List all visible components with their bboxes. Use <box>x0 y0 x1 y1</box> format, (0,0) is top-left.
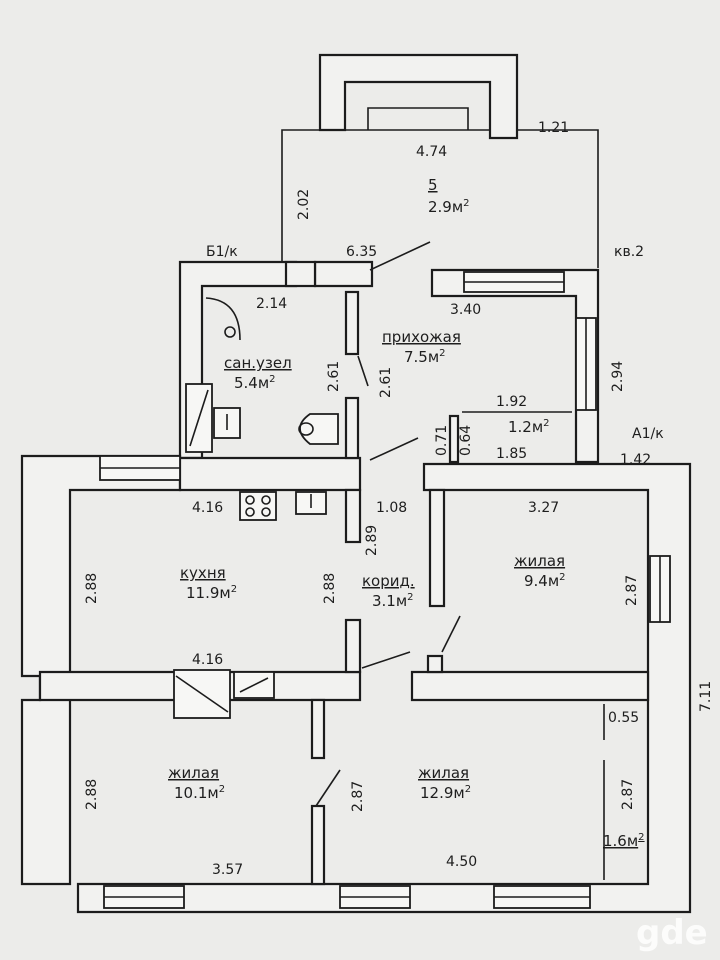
dim-4-50: 4.50 <box>446 854 477 870</box>
room-area-bathroom: 5.4м2 <box>234 374 276 392</box>
windows <box>99 271 671 909</box>
dim-7-11: 7.11 <box>698 681 714 712</box>
room-name-bathroom: сан.узел <box>224 354 292 372</box>
room-area-living1: 9.4м2 <box>524 572 566 590</box>
dim-1-21: 1.21 <box>538 120 569 136</box>
room-area-vestibule: 2.9м2 <box>428 198 470 216</box>
dim-6-35: 6.35 <box>346 244 377 260</box>
dim-1-85: 1.85 <box>496 446 527 462</box>
dim-2-61-right: 2.61 <box>378 367 394 398</box>
dim-3-40: 3.40 <box>450 302 481 318</box>
outer-walls <box>20 260 692 914</box>
room-name-hall: прихожая <box>382 328 461 346</box>
dim-1-92: 1.92 <box>496 394 527 410</box>
label-a1: А1/к <box>632 426 664 442</box>
watermark-logo: gde <box>636 913 708 953</box>
dim-0-55: 0.55 <box>608 710 639 726</box>
dim-1-08: 1.08 <box>376 500 407 516</box>
door-swings <box>315 241 461 807</box>
dim-2-87-niche: 2.87 <box>620 779 636 810</box>
dim-2-88-mid: 2.88 <box>322 573 338 604</box>
dim-0-64: 0.64 <box>458 425 474 456</box>
dim-2-94: 2.94 <box>610 361 626 392</box>
dim-2-89: 2.89 <box>364 525 380 556</box>
room-area-living3: 12.9м2 <box>420 784 471 802</box>
dim-1-42: 1.42 <box>620 452 651 468</box>
label-kv: кв.2 <box>614 244 644 260</box>
room-area-living2: 10.1м2 <box>174 784 225 802</box>
dim-2-02: 2.02 <box>296 189 312 220</box>
room-area-corridor: 3.1м2 <box>372 592 414 610</box>
room-name-living2: жилая <box>168 764 219 782</box>
room-name-living1: жилая <box>514 552 565 570</box>
dim-2-87-mid: 2.87 <box>350 781 366 812</box>
dim-2-87-right: 2.87 <box>624 575 640 606</box>
dim-2-88-left: 2.88 <box>84 573 100 604</box>
dim-4-16-top: 4.16 <box>192 500 223 516</box>
room-area-niche: 1.6м2 <box>603 832 645 850</box>
fixtures <box>173 297 605 880</box>
room-name-kitchen: кухня <box>180 564 226 582</box>
room-area-closet: 1.2м2 <box>508 418 550 436</box>
room-area-kitchen: 11.9м2 <box>186 584 237 602</box>
dim-3-27: 3.27 <box>528 500 559 516</box>
label-b1: Б1/к <box>206 244 238 260</box>
dim-0-71: 0.71 <box>434 425 450 456</box>
room-name-corridor: корид. <box>362 572 415 590</box>
room-area-hall: 7.5м2 <box>404 348 446 366</box>
dim-3-57: 3.57 <box>212 862 243 878</box>
dim-2-88-bottom: 2.88 <box>84 779 100 810</box>
room-name-living3: жилая <box>418 764 469 782</box>
dim-2-14: 2.14 <box>256 296 287 312</box>
vestibule-walls <box>281 53 599 268</box>
dim-4-16-bottom: 4.16 <box>192 652 223 668</box>
room-name-vestibule: 5 <box>428 176 438 194</box>
dim-4-74: 4.74 <box>416 144 447 160</box>
dim-2-61-left: 2.61 <box>326 361 342 392</box>
